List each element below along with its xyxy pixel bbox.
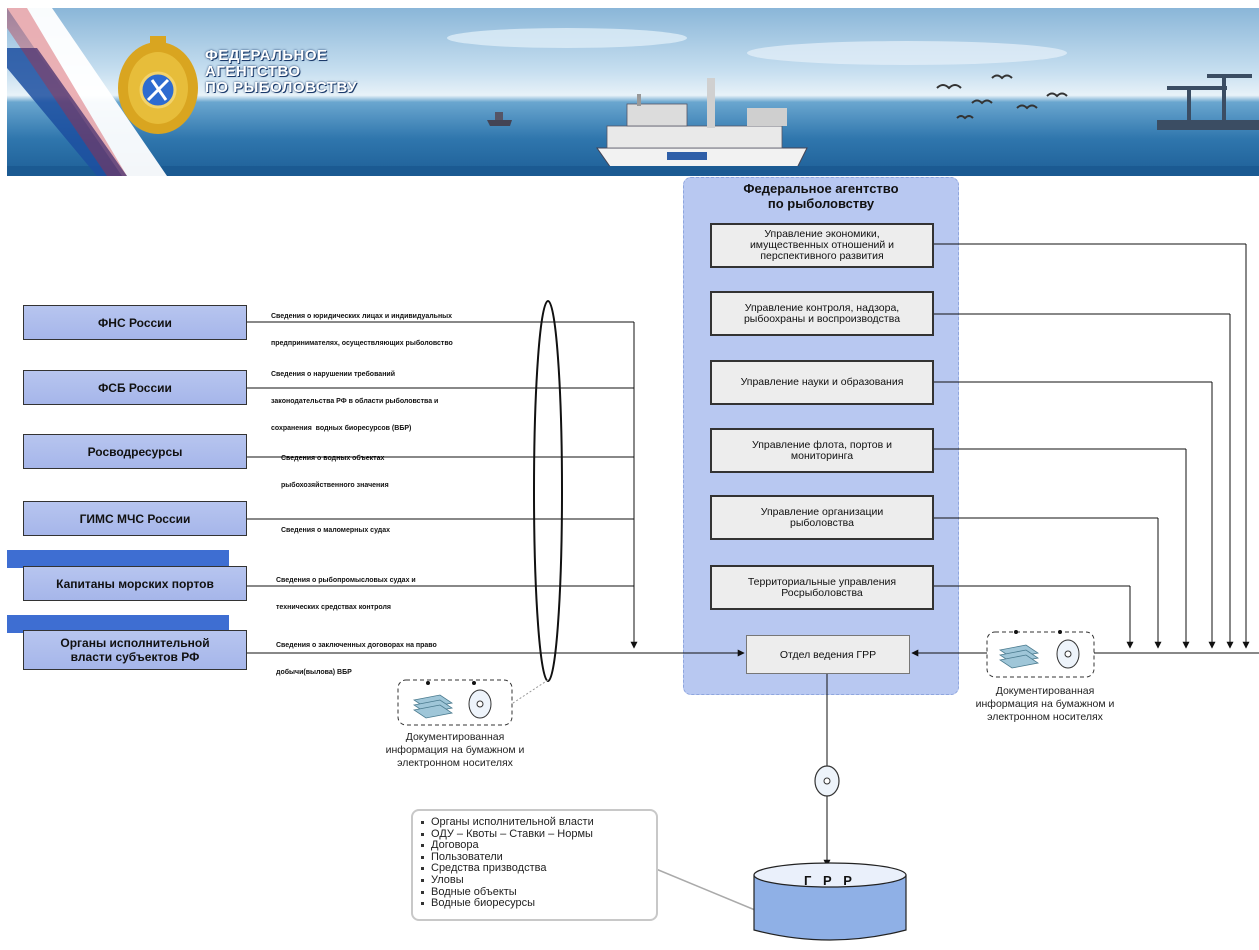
disc-icon xyxy=(814,765,840,797)
registry-item: Водные биоресурсы xyxy=(421,898,652,910)
source-captains-label: Капитаны морских портов xyxy=(56,576,214,591)
annotation-line: технических средствах контроля xyxy=(276,604,391,611)
registry-item: Пользователи xyxy=(421,851,652,864)
sea-scene-illustration xyxy=(7,28,1259,176)
ship-icon xyxy=(596,78,808,169)
caption-line: электронном носителях xyxy=(987,711,1103,723)
registry-item: Средства призводства xyxy=(421,863,652,875)
document-disc-icon-left xyxy=(397,679,513,726)
document-disc-icon-right xyxy=(986,630,1095,678)
annotation-line: Сведения о заключенных договорах на прав… xyxy=(276,642,437,649)
source-gims-label: ГИМС МЧС России xyxy=(79,511,191,526)
dept-territorial-line: Территориальные управления xyxy=(747,575,897,588)
dept-organization-line: Управление организации xyxy=(760,505,884,518)
source-fns: ФНС России xyxy=(23,305,247,340)
seagulls-icon xyxy=(936,74,1068,120)
registry-item: Уловы xyxy=(421,874,652,887)
source-regions-label: Органы исполнительной xyxy=(60,636,210,650)
flow-annotation-regions: Сведения о заключенных договорах на прав… xyxy=(276,623,437,686)
dept-control-line: Управление контроля, надзора, xyxy=(744,301,900,314)
dept-fleet-line: Управление флота, портов и xyxy=(752,438,892,451)
dept-fleet: Управление флота, портов и мониторинга xyxy=(710,428,934,473)
database-label: Г Р Р xyxy=(804,873,856,888)
dept-control-line: рыбоохраны и воспроизводства xyxy=(743,312,901,325)
source-fsb-label: ФСБ России xyxy=(98,380,172,395)
annotation-line: предпринимателях, осуществляющих рыболов… xyxy=(271,340,453,347)
registry-item: Договора xyxy=(421,840,652,852)
port-cranes-icon xyxy=(1157,74,1259,130)
flow-annotation-fsb: Сведения о нарушении требований законода… xyxy=(271,352,438,442)
dept-territorial: Территориальные управления Росрыболовств… xyxy=(710,565,934,610)
annotation-line: добычи(вылова) ВБР xyxy=(276,669,352,676)
registry-item: Органы исполнительной власти xyxy=(421,816,652,829)
source-tab-captains xyxy=(7,550,229,568)
caption-line: электронном носителях xyxy=(397,757,513,769)
annotation-line: Сведения о юридических лицах и индивидуа… xyxy=(271,313,453,320)
agency-title-line: по рыболовству xyxy=(767,196,875,211)
annotation-line: Сведения о рыбопромысловых судах и xyxy=(276,577,416,584)
database-icon xyxy=(753,862,907,941)
dept-science: Управление науки и образования xyxy=(710,360,934,405)
flow-annotation-fns: Сведения о юридических лицах и индивидуа… xyxy=(271,294,453,357)
dept-territorial-line: Росрыболовства xyxy=(781,586,863,599)
dept-economy-line: перспективного развития xyxy=(760,250,884,262)
flow-annotation-captains: Сведения о рыбопромысловых судах и техни… xyxy=(276,558,416,621)
source-regions-label: власти субъектов РФ xyxy=(70,650,200,664)
agency-title: Федеральное агентство по рыболовству xyxy=(683,181,959,211)
document-caption-left: Документированная информация на бумажном… xyxy=(345,731,565,770)
caption-line: информация на бумажном и xyxy=(975,698,1115,710)
banner-title-line: АГЕНТСТВО xyxy=(205,63,301,80)
grr-department-label: Отдел ведения ГРР xyxy=(779,648,877,661)
dept-economy-line: Управление экономики, xyxy=(764,228,880,240)
flag-stripes xyxy=(7,8,167,176)
annotation-line: сохранения водных биоресурсов (ВБР) xyxy=(271,425,412,432)
annotation-line: Сведения о нарушении требований xyxy=(271,371,396,378)
annotation-line: рыбохозяйственного значения xyxy=(281,482,389,489)
caption-line: Документированная xyxy=(405,731,505,743)
source-tab-regions xyxy=(7,615,229,633)
source-fns-label: ФНС России xyxy=(98,315,172,330)
agency-title-line: Федеральное агентство xyxy=(743,181,899,196)
dept-organization-line: рыболовства xyxy=(790,516,854,529)
dept-economy-line: имущественных отношений и xyxy=(749,239,895,251)
dept-economy: Управление экономики, имущественных отно… xyxy=(710,223,934,268)
source-captains: Капитаны морских портов xyxy=(23,566,247,601)
document-caption-right: Документированная информация на бумажном… xyxy=(935,685,1155,724)
banner-title-line: ФЕДЕРАЛЬНОЕ xyxy=(205,47,328,64)
dept-fleet-line: мониторинга xyxy=(790,449,854,462)
registry-contents-box: Органы исполнительной власти ОДУ – Квоты… xyxy=(411,809,658,921)
source-water-label: Росводресурсы xyxy=(87,444,183,459)
source-fsb: ФСБ России xyxy=(23,370,247,405)
registry-item: ОДУ – Квоты – Ставки – Нормы xyxy=(421,828,652,841)
registry-item: Водные объекты xyxy=(421,886,652,899)
source-gims: ГИМС МЧС России xyxy=(23,501,247,536)
source-regions: Органы исполнительной власти субъектов Р… xyxy=(23,630,247,670)
dept-science-line: Управление науки и образования xyxy=(740,376,904,388)
dept-control: Управление контроля, надзора, рыбоохраны… xyxy=(710,291,934,336)
banner-title: ФЕДЕРАЛЬНОЕ АГЕНТСТВО ПО РЫБОЛОВСТВУ xyxy=(205,48,357,96)
caption-line: информация на бумажном и xyxy=(385,744,525,756)
annotation-line: Сведения о водных объектах xyxy=(281,455,385,462)
source-water: Росводресурсы xyxy=(23,434,247,469)
banner-title-line: ПО РЫБОЛОВСТВУ xyxy=(205,79,358,96)
flow-annotation-water: Сведения о водных объектах рыбохозяйстве… xyxy=(281,436,389,499)
header-banner: ФЕДЕРАЛЬНОЕ АГЕНТСТВО ПО РЫБОЛОВСТВУ xyxy=(7,8,1259,176)
grr-department-box: Отдел ведения ГРР xyxy=(746,635,910,674)
flow-annotation-gims: Сведения о маломерных судах xyxy=(281,508,390,544)
dept-organization: Управление организации рыболовства xyxy=(710,495,934,540)
annotation-line: законодательства РФ в области рыболовств… xyxy=(271,398,439,405)
registry-list: Органы исполнительной власти ОДУ – Квоты… xyxy=(421,816,652,910)
emblem-icon xyxy=(118,36,198,134)
caption-line: Документированная xyxy=(995,685,1095,697)
annotation-line: Сведения о маломерных судах xyxy=(281,527,391,534)
